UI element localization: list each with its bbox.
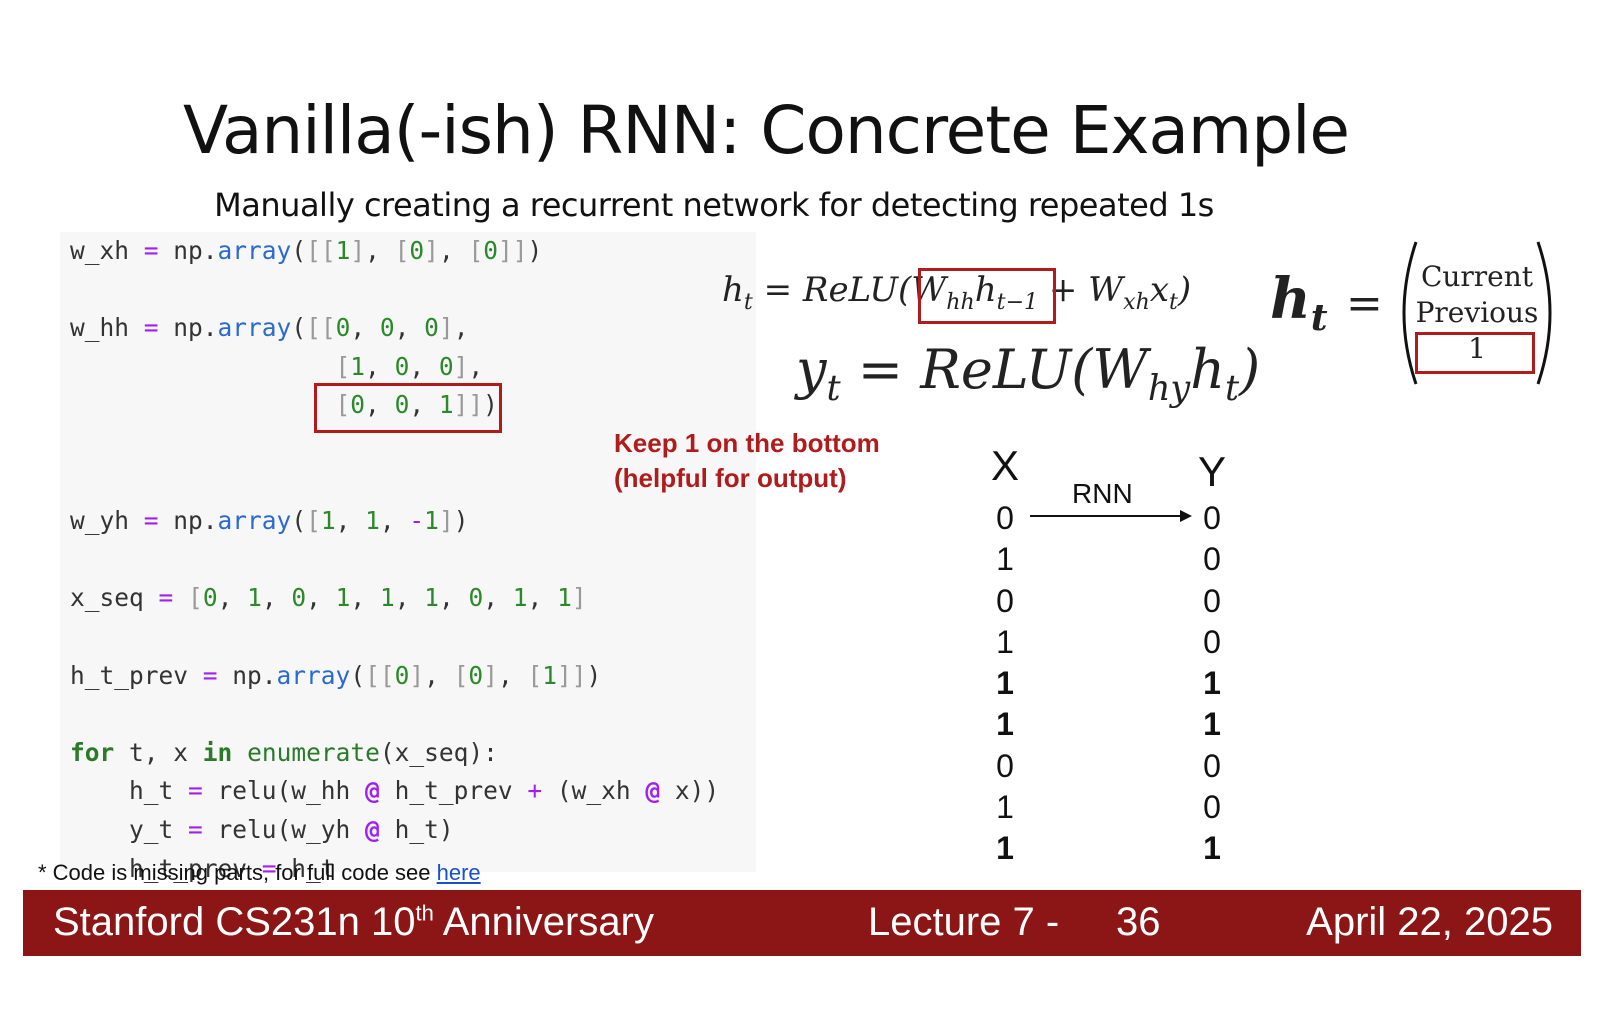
annotation-line-1: Keep 1 on the bottom bbox=[614, 428, 880, 458]
vector-previous: Previous bbox=[1415, 296, 1539, 329]
code-text: w_xh = np.array([[1], [0], [0]]) w_hh = … bbox=[70, 236, 720, 883]
footer-lecture: Lecture 7 - bbox=[868, 900, 1060, 944]
y-value: 0 bbox=[1203, 748, 1221, 784]
rnn-arrow-icon bbox=[1030, 510, 1192, 522]
y-value: 0 bbox=[1203, 500, 1221, 536]
footer-page-number: 36 bbox=[1116, 900, 1161, 944]
x-value: 1 bbox=[996, 830, 1014, 866]
x-value: 0 bbox=[996, 583, 1014, 619]
hidden-state-symbol: ht bbox=[1270, 266, 1328, 340]
slide-subtitle: Manually creating a recurrent network fo… bbox=[214, 186, 1214, 224]
rnn-arrow-label: RNN bbox=[1072, 478, 1133, 509]
equals-sign: = bbox=[1346, 278, 1383, 329]
y-value: 0 bbox=[1203, 624, 1221, 660]
x-value: 1 bbox=[996, 665, 1014, 701]
annotation-line-2: (helpful for output) bbox=[614, 463, 847, 493]
x-value: 0 bbox=[996, 748, 1014, 784]
footnote-text: * Code is missing parts, for full code s… bbox=[38, 860, 437, 885]
y-value: 0 bbox=[1203, 583, 1221, 619]
y-value: 1 bbox=[1203, 706, 1221, 742]
vector-current: Current bbox=[1420, 260, 1534, 293]
equation-highlight-box bbox=[918, 268, 1056, 324]
y-header: Y bbox=[1197, 448, 1226, 495]
y-value: 0 bbox=[1203, 789, 1221, 825]
footer-date: April 22, 2025 bbox=[1306, 900, 1553, 944]
x-value: 0 bbox=[996, 500, 1014, 536]
vector-constant: 1 bbox=[1468, 332, 1486, 365]
vector-parentheses bbox=[1402, 241, 1552, 385]
output-equation: yt = ReLU(Whyht) bbox=[796, 338, 1261, 409]
annotation-note: Keep 1 on the bottom (helpful for output… bbox=[614, 426, 880, 496]
hidden-state-equation: ht = ReLU(Whhht−1 + Wxhxt) bbox=[722, 270, 1192, 315]
y-value: 1 bbox=[1203, 665, 1221, 701]
footnote: * Code is missing parts, for full code s… bbox=[38, 860, 481, 886]
x-value: 1 bbox=[996, 789, 1014, 825]
code-block: w_xh = np.array([[1], [0], [0]]) w_hh = … bbox=[60, 232, 756, 883]
y-value: 1 bbox=[1203, 830, 1221, 866]
slide-title: Vanilla(-ish) RNN: Concrete Example bbox=[182, 92, 1350, 169]
x-header: X bbox=[990, 442, 1019, 489]
x-value: 1 bbox=[996, 541, 1014, 577]
hidden-state-vector: Current Previous 1 bbox=[1398, 238, 1556, 388]
x-value: 1 bbox=[996, 706, 1014, 742]
footer-course-sup: th bbox=[415, 900, 434, 926]
full-code-link[interactable]: here bbox=[436, 860, 481, 885]
footer-course: Stanford CS231n 10th Anniversary bbox=[53, 900, 654, 944]
x-value: 1 bbox=[996, 624, 1014, 660]
footer-bar: Stanford CS231n 10th Anniversary Lecture… bbox=[23, 890, 1581, 956]
vector-highlight-box bbox=[1415, 332, 1535, 374]
y-value: 0 bbox=[1203, 541, 1221, 577]
code-highlight-box bbox=[314, 383, 502, 433]
